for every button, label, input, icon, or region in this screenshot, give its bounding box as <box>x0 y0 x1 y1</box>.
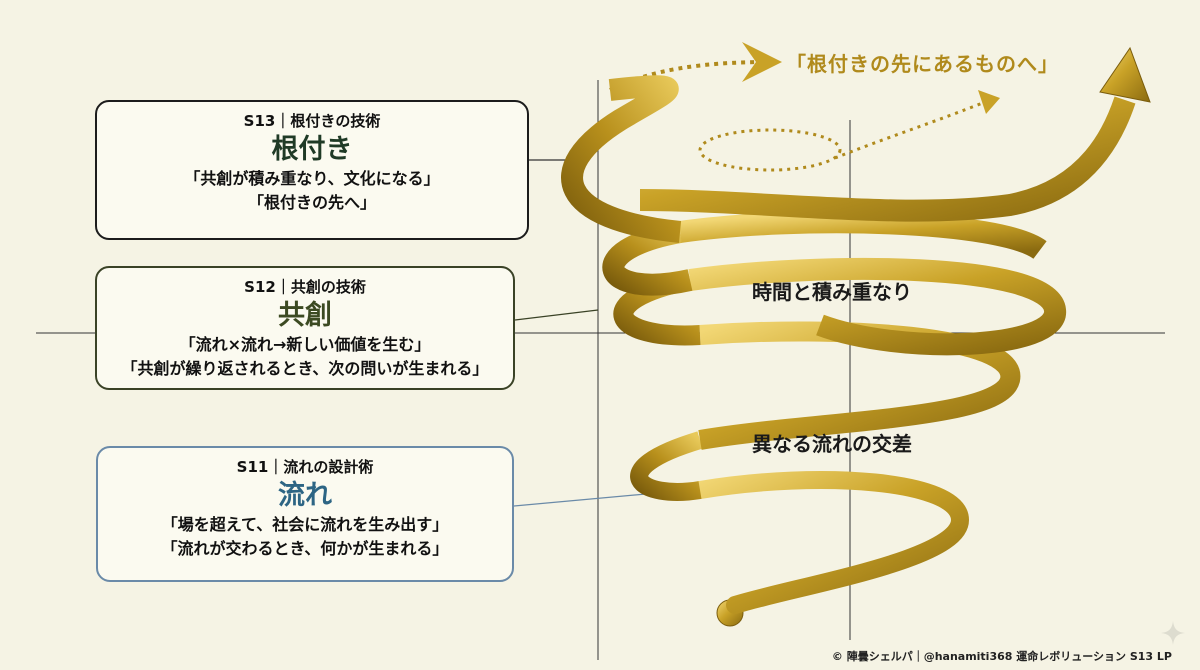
s12-keyword: 共創 <box>278 300 332 331</box>
s13-line-1: 「共創が積み重なり、文化になる」 <box>184 169 440 188</box>
s11-keyword: 流れ <box>278 480 332 511</box>
s13-keyword: 根付き <box>271 134 353 165</box>
time-accumulation-label: 時間と積み重なり <box>752 280 912 304</box>
connector-s12 <box>514 309 599 321</box>
s12-line-2: 「共創が繰り返されるとき、次の問いが生まれる」 <box>121 359 489 378</box>
s12-box: S12｜共創の技術 共創 「流れ×流れ→新しい価値を生む」 「共創が繰り返される… <box>95 266 515 390</box>
s13-header: S13｜根付きの技術 <box>243 112 381 130</box>
flow-crossing-label: 異なる流れの交差 <box>752 432 912 456</box>
s11-line-2: 「流れが交わるとき、何かが生まれる」 <box>161 539 449 558</box>
s13-box: S13｜根付きの技術 根付き 「共創が積み重なり、文化になる」 「根付きの先へ」 <box>95 100 529 240</box>
s11-line-1: 「場を超えて、社会に流れを生み出す」 <box>161 515 449 534</box>
s13-line-2: 「根付きの先へ」 <box>247 193 376 212</box>
beyond-roots-label: 「根付きの先にあるものへ」 <box>786 52 1059 76</box>
spiral-ribbon-icon <box>561 46 1151 627</box>
s12-line-1: 「流れ×流れ→新しい価値を生む」 <box>179 335 431 354</box>
s11-header: S11｜流れの設計術 <box>236 458 374 476</box>
sparkle-icon <box>1161 621 1185 645</box>
dotted-arrow-icon <box>609 42 1000 160</box>
dotted-orbit <box>698 128 842 172</box>
s11-box: S11｜流れの設計術 流れ 「場を超えて、社会に流れを生み出す」 「流れが交わる… <box>96 446 514 582</box>
s12-header: S12｜共創の技術 <box>244 278 366 296</box>
credit-text: © 陣曇シェルパ｜@hanamiti368 運命レボリューション S13 LP <box>831 650 1172 663</box>
